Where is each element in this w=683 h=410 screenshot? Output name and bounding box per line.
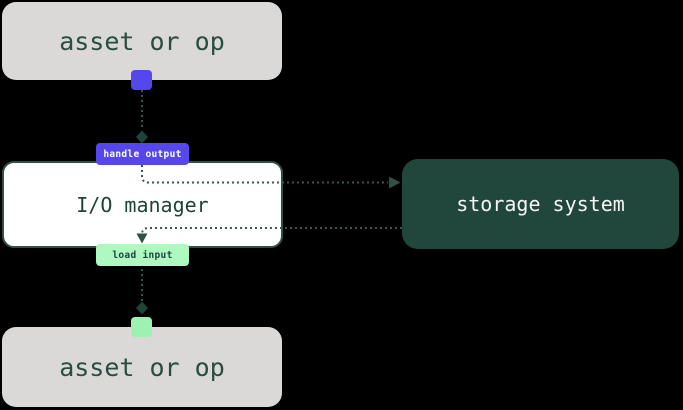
node-io-manager: I/O manager — [2, 161, 283, 248]
node-asset-or-op-bottom: asset or op — [2, 327, 282, 407]
badge-handle-output: handle output — [96, 143, 189, 165]
node-asset-or-op-bottom-label: asset or op — [59, 352, 225, 382]
output-port-square — [131, 70, 152, 90]
node-io-manager-label: I/O manager — [76, 192, 209, 217]
storage-arrowhead-right-icon — [389, 176, 401, 189]
node-asset-or-op-top: asset or op — [2, 2, 282, 80]
node-asset-or-op-top-label: asset or op — [59, 26, 225, 56]
handle-output-diamond-icon — [136, 130, 148, 144]
input-port-square — [131, 317, 152, 337]
badge-load-input: load input — [96, 244, 189, 266]
node-storage-system: storage system — [402, 159, 679, 249]
badge-handle-output-label: handle output — [103, 148, 182, 160]
node-storage-system-label: storage system — [456, 192, 625, 216]
input-diamond-icon — [136, 301, 148, 315]
badge-load-input-label: load input — [112, 249, 173, 261]
